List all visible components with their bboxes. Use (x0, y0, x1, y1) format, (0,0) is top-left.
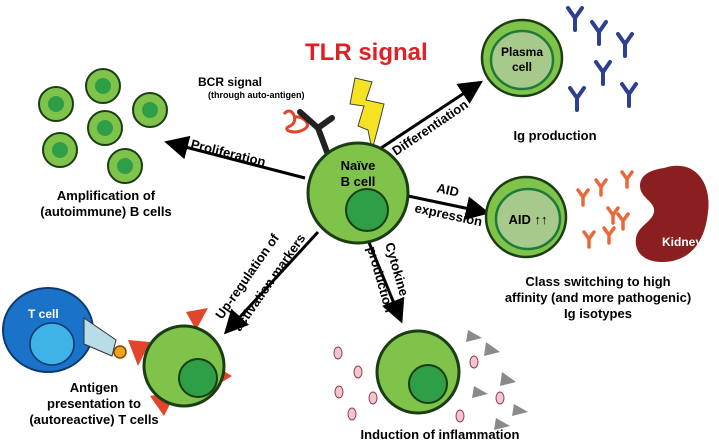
small-b-cell (38, 86, 74, 122)
naive-b-cell-nucleus (345, 188, 389, 232)
blue-antibodies (566, 6, 638, 112)
proliferation-caption-2: (autoimmune) B cells (40, 204, 171, 219)
cytokine-dot (334, 385, 344, 399)
arrow-differentiation (377, 80, 484, 152)
arrow-activation (223, 230, 320, 335)
antibody-icon (616, 32, 634, 58)
antigen-caption-3: (autoreactive) T cells (29, 412, 158, 427)
antibody-icon (620, 170, 634, 189)
small-b-cell (87, 110, 123, 146)
proliferated-b-cells (38, 68, 168, 184)
cytokine-triangle (500, 372, 516, 386)
cell-label: cell (512, 60, 532, 74)
arrows (164, 80, 490, 335)
antibody-icon (606, 206, 620, 225)
cytokine-triangle (466, 330, 482, 342)
antibody-icon (594, 178, 608, 197)
antigen-caption-1: Antigen (70, 380, 118, 395)
cytokine-dot (469, 355, 479, 369)
antibody-icon (594, 60, 612, 86)
aid-cell-label: AID ↑↑ (509, 212, 548, 227)
cytokine-dot (495, 391, 505, 405)
proliferation-caption-1: Amplification of (57, 188, 156, 203)
inflammatory-b-cell (375, 329, 461, 415)
cytokine-dot (353, 365, 363, 379)
arrow-cytokine (366, 239, 405, 324)
plasma-label: Plasma (501, 45, 543, 59)
presenting-b-cell (128, 308, 232, 416)
small-b-cell (42, 132, 78, 168)
cytokine-dot (333, 346, 343, 360)
antigen-icon (113, 345, 127, 359)
antibody-icon (582, 230, 596, 249)
plasma-cell: Plasma cell (480, 18, 564, 98)
antibody-icon (602, 226, 616, 245)
aid-b-cell: AID ↑↑ (484, 175, 568, 259)
cytokine-dot (455, 409, 465, 423)
tcr-receptor-icon (83, 317, 117, 357)
tlr-signal-title: TLR signal (305, 39, 428, 66)
cytokine-triangle (472, 386, 488, 398)
aid-caption-3: Ig isotypes (564, 306, 632, 321)
antibody-icon (576, 188, 590, 207)
small-b-cell (107, 148, 143, 184)
orange-antibodies (576, 170, 634, 249)
arrow-aid (407, 194, 490, 221)
cytokine-dot (347, 407, 357, 421)
aid-arrow-label-1: AID (435, 180, 460, 199)
naive-label: Naïve (341, 158, 376, 173)
kidney-icon (635, 165, 709, 262)
activation-marker-icon (128, 340, 150, 366)
kidney-label: Kidney (662, 235, 702, 249)
antibody-icon (568, 86, 586, 112)
ig-production-caption: Ig production (513, 128, 596, 143)
lightning-bolt-icon (349, 77, 385, 151)
naive-b-cell: Naïve B cell (306, 141, 410, 245)
bcr-signal-label: BCR signal (198, 75, 262, 89)
differentiation-arrow-label: Differentiation (389, 97, 470, 159)
small-b-cell (132, 92, 168, 128)
cytokine-triangle (512, 404, 528, 416)
antibody-icon (590, 20, 608, 46)
arrow-proliferation (164, 135, 306, 180)
cytokine-dot (368, 391, 378, 405)
proliferation-arrow-label: Proliferation (189, 136, 267, 169)
t-cell-nucleus (29, 322, 75, 366)
antibody-icon (620, 82, 638, 108)
antibody-icon (566, 6, 584, 32)
inflammation-caption: Induction of inflammation (361, 427, 520, 442)
b-cell-label: B cell (341, 174, 376, 189)
cytokine-triangle (494, 418, 510, 430)
t-cell-label: T cell (28, 307, 59, 321)
t-cell: T cell (2, 287, 94, 373)
activation-marker-icon (186, 308, 208, 330)
cytokine-triangle (484, 342, 500, 356)
aid-caption-1: Class switching to high (525, 274, 670, 289)
antibody-icon (616, 212, 630, 231)
small-b-cell (85, 68, 121, 104)
aid-caption-2: affinity (and more pathogenic) (505, 290, 691, 305)
bcr-signal-sublabel: (through auto-antigen) (208, 90, 304, 100)
cytokine-particles (333, 330, 528, 430)
antigen-caption-2: presentation to (47, 396, 141, 411)
